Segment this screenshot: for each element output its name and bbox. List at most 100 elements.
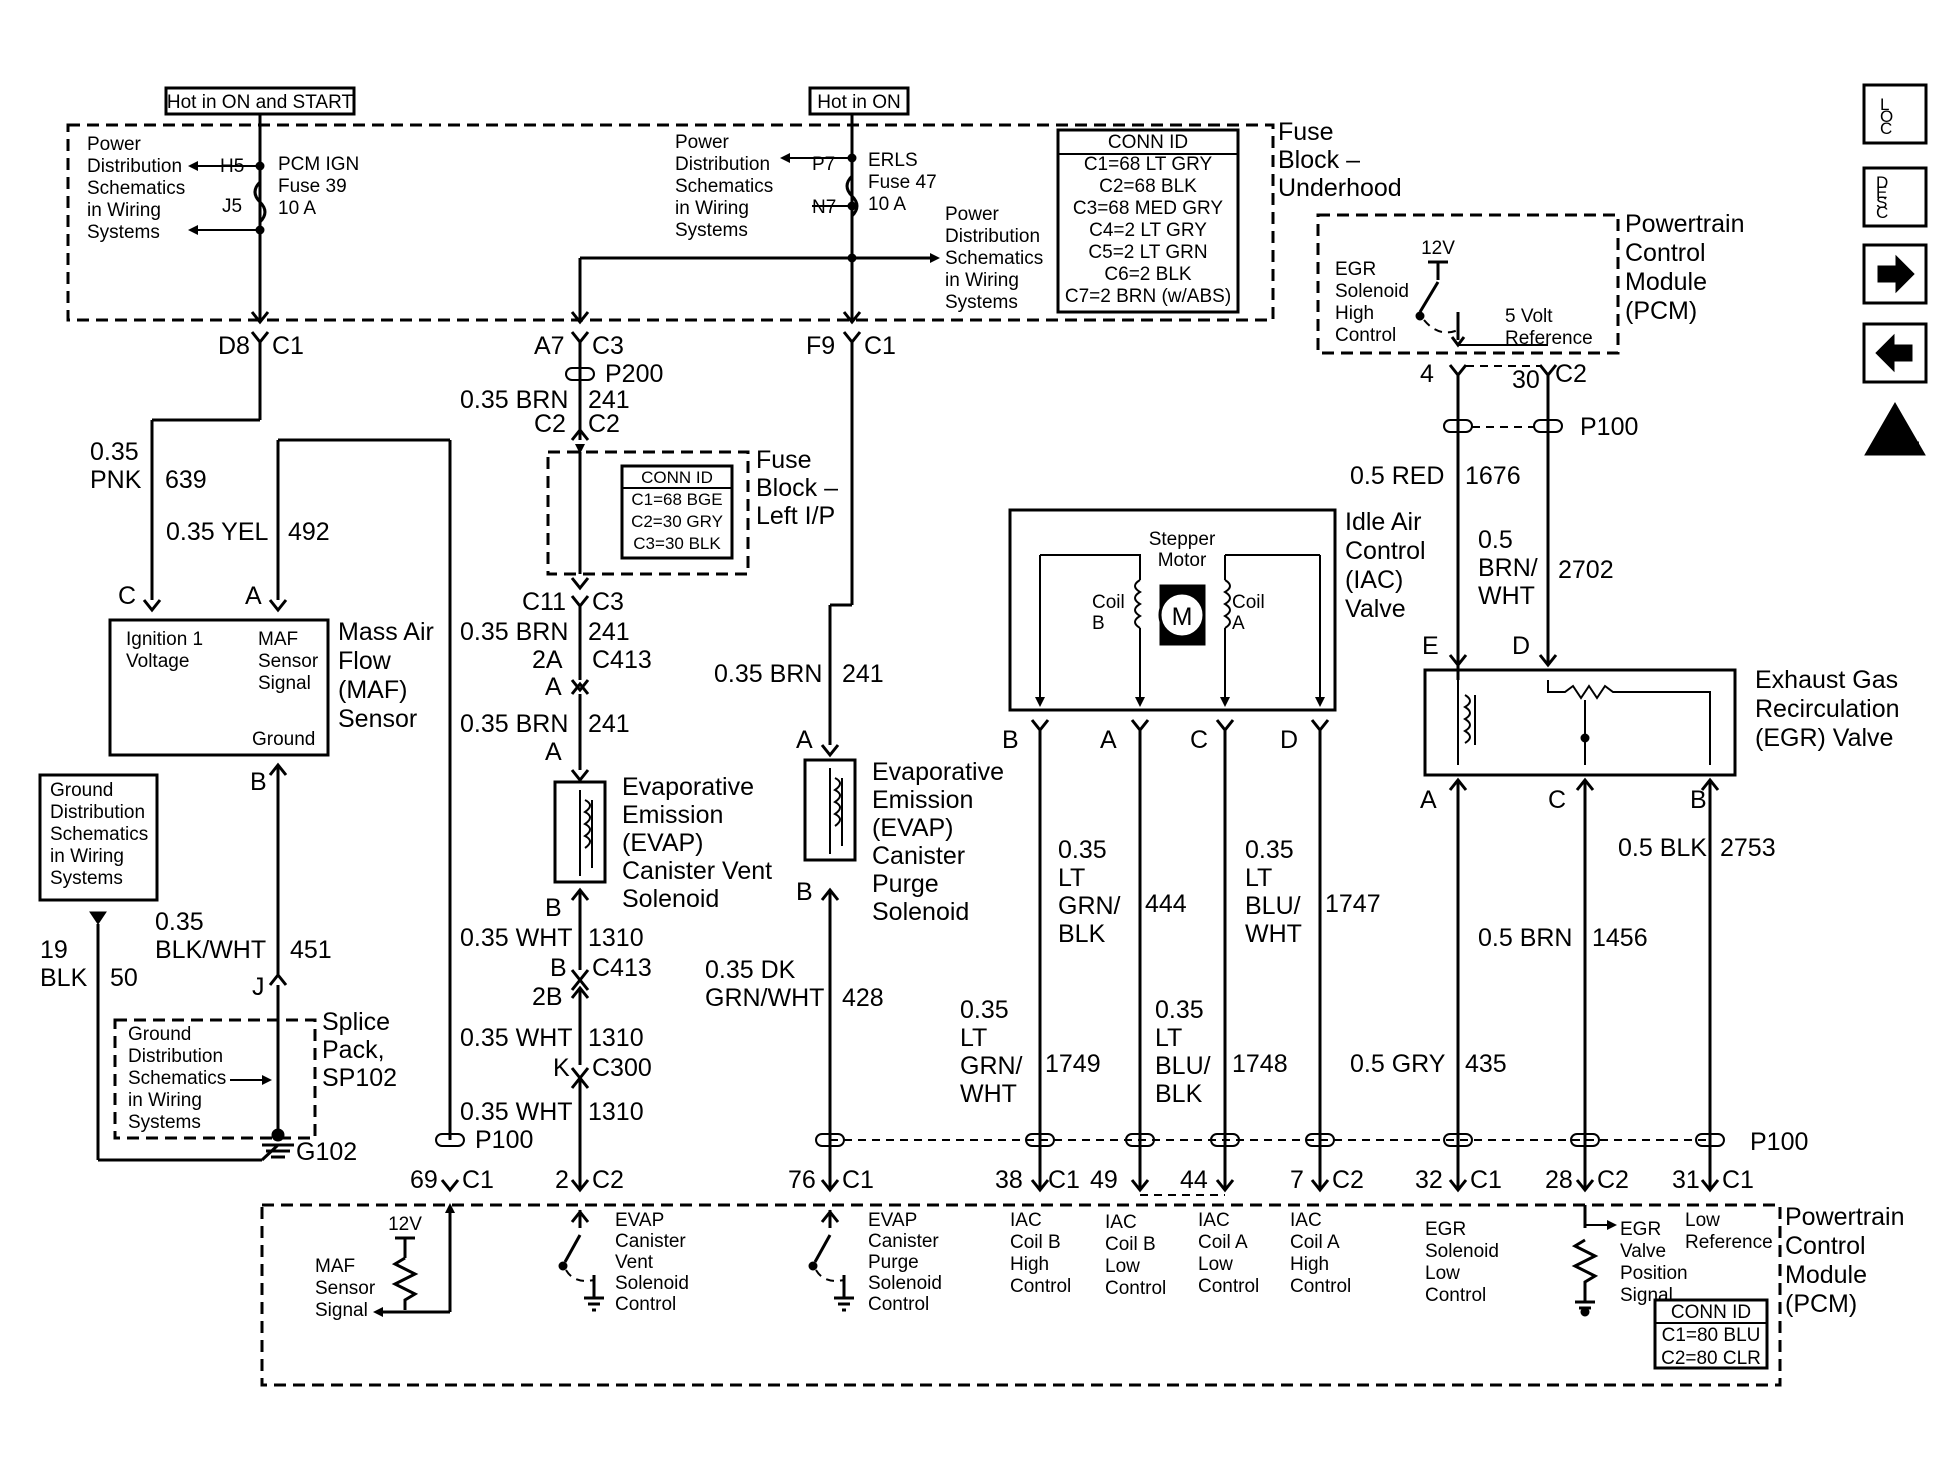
conn-c1-31: C1 xyxy=(1722,1166,1754,1194)
obd-ii-icon[interactable] xyxy=(1864,401,1926,456)
wire-wht-1310-color-3: 0.35 WHT xyxy=(460,1098,573,1126)
egr-valve-title-line-2: Recirculation xyxy=(1755,695,1900,723)
splice-pack-title-line-2: Pack, xyxy=(322,1036,385,1064)
pcm-iac-coil-a-low-line-1: IAC xyxy=(1198,1210,1230,1231)
wire-ltgrnwht-color-line-4: WHT xyxy=(960,1080,1017,1108)
maf-ground-label: Ground xyxy=(252,729,315,750)
pin-c11: C11 xyxy=(522,588,566,616)
conn-c1-76: C1 xyxy=(842,1166,874,1194)
next-arrow-icon[interactable] xyxy=(1862,243,1928,305)
wire-brn-241-color-1: 0.35 BRN xyxy=(460,386,568,414)
conn-c2-28: C2 xyxy=(1597,1166,1629,1194)
pin-a-vent: A xyxy=(545,738,562,766)
iac-valve-title-line-2: Control xyxy=(1345,537,1426,565)
pcm-iac-coil-a-low-line-4: Control xyxy=(1198,1276,1259,1297)
coil-b-label-line-2: B xyxy=(1092,613,1105,634)
loc-icon[interactable] xyxy=(1862,83,1928,145)
pcm-egr-position-signal-line-1: EGR xyxy=(1620,1219,1661,1240)
pin-28: 28 xyxy=(1545,1166,1573,1194)
conn-id-underhood-line-1: CONN ID xyxy=(1108,132,1188,153)
desc-icon-text-line-3: S xyxy=(1876,193,1887,212)
wire-brn-241-color-4: 0.35 BRN xyxy=(714,660,822,688)
wire-ltbluwht-color-line-3: BLU/ xyxy=(1245,892,1301,920)
loc-icon-text-line-3: C xyxy=(1880,119,1892,138)
five-volt-reference-label-line-2: Reference xyxy=(1505,328,1593,349)
pcm-title-bottom-line-1: Powertrain xyxy=(1785,1203,1905,1231)
splice-pack-title-line-1: Splice xyxy=(322,1008,390,1036)
pin-2b: 2B xyxy=(532,983,563,1011)
evap-vent-solenoid-title-line-3: (EVAP) xyxy=(622,829,704,857)
pin-a-egr: A xyxy=(1420,786,1437,814)
splice-pack-title-line-3: SP102 xyxy=(322,1064,397,1092)
wire-blk-color: 0.5 BLK xyxy=(1618,834,1707,862)
coil-b-label-line-1: Coil xyxy=(1092,592,1125,613)
wire-ltgrnwht-color-line-1: 0.35 xyxy=(960,996,1009,1024)
iac-valve-box xyxy=(1008,508,1337,712)
erls-fuse-label-line-3: 10 A xyxy=(868,194,906,215)
evap-purge-solenoid-title-line-5: Purge xyxy=(872,870,939,898)
hot-on-label: Hot in ON xyxy=(817,92,900,113)
egr-solenoid-high-control-line-2: Solenoid xyxy=(1335,281,1409,302)
obd-ii-number: II xyxy=(1890,422,1901,443)
pcm-low-reference-line-1: Low xyxy=(1685,1210,1720,1231)
pin-b-vent: B xyxy=(545,894,562,922)
pcm-maf-sensor-signal-line-3: Signal xyxy=(315,1300,368,1321)
ground-distribution-label-2-line-1: Ground xyxy=(128,1024,191,1045)
fuse-block-ip-title-line-1: Fuse xyxy=(756,446,812,474)
wire-492-number: 492 xyxy=(288,518,330,546)
conn-c1-69: C1 xyxy=(462,1166,494,1194)
pcm-iac-coil-a-low-line-3: Low xyxy=(1198,1254,1233,1275)
desc-icon[interactable] xyxy=(1862,166,1928,228)
wire-1456-number: 1456 xyxy=(1592,924,1648,952)
evap-vent-driver-switch xyxy=(558,1209,604,1312)
wire-pnk-color-line-2: PNK xyxy=(90,466,142,494)
power-distribution-label-3-line-3: Schematics xyxy=(945,248,1043,269)
pcm-12v-label: 12V xyxy=(1421,238,1455,259)
erls-fuse-label-line-2: Fuse 47 xyxy=(868,172,937,193)
iac-valve-title-line-4: Valve xyxy=(1345,595,1406,623)
wire-ltblublk-color-line-2: LT xyxy=(1155,1024,1182,1052)
conn-c3-ip: C3 xyxy=(592,588,624,616)
pcm-12v-bottom: 12V xyxy=(388,1214,422,1235)
conn-id-pcm-line-1: CONN ID xyxy=(1671,1302,1751,1323)
loc-icon-text-line-2: O xyxy=(1880,107,1893,126)
conn-c1-purge-top: C1 xyxy=(864,332,896,360)
wire-ltbluwht-color-line-1: 0.35 xyxy=(1245,836,1294,864)
wire-yel-color: 0.35 YEL xyxy=(166,518,269,546)
evap-purge-solenoid-title-line-4: Canister xyxy=(872,842,965,870)
pcm-evap-purge-control-line-5: Control xyxy=(868,1294,929,1315)
egr-solenoid-high-control-line-4: Control xyxy=(1335,325,1396,346)
pin-b-maf: B xyxy=(250,768,267,796)
evap-purge-solenoid-title-line-3: (EVAP) xyxy=(872,814,954,842)
pin-c-iac: C xyxy=(1190,726,1208,754)
wire-19-blk-line-2: BLK xyxy=(40,964,88,992)
hot-on-box xyxy=(808,86,910,116)
pcm-iac-coil-b-high-line-4: Control xyxy=(1010,1276,1071,1297)
evap-purge-solenoid-title-line-1: Evaporative xyxy=(872,758,1004,786)
wire-blkwht-color-line-2: BLK/WHT xyxy=(155,936,266,964)
pcm-egr-solenoid-low-line-1: EGR xyxy=(1425,1219,1466,1240)
pcm-evap-vent-control-line-5: Control xyxy=(615,1294,676,1315)
pin-69: 69 xyxy=(410,1166,438,1194)
pcm-title-bottom-line-3: Module xyxy=(1785,1261,1867,1289)
pcm-top-outline xyxy=(1316,213,1620,355)
conn-id-underhood-line-8: C7=2 BRN (w/ABS) xyxy=(1065,286,1231,307)
conn-c3-evap: C3 xyxy=(592,332,624,360)
pin-31: 31 xyxy=(1672,1166,1700,1194)
wire-ltblublk-color-line-3: BLU/ xyxy=(1155,1052,1211,1080)
pin-b-c413: B xyxy=(550,954,567,982)
pin-d-egr: D xyxy=(1512,632,1530,660)
pcm-evap-purge-control-line-2: Canister xyxy=(868,1231,939,1252)
wire-ltbluwht-color-line-2: LT xyxy=(1245,864,1272,892)
ground-distribution-label-1-line-5: Systems xyxy=(50,868,123,889)
wire-ltgrnblk-color-line-2: LT xyxy=(1058,864,1085,892)
pcm-evap-vent-control-line-4: Solenoid xyxy=(615,1273,689,1294)
wire-1310-number-2: 1310 xyxy=(588,1024,644,1052)
prev-arrow-icon[interactable] xyxy=(1862,322,1928,384)
pcm-iac-coil-a-high-line-1: IAC xyxy=(1290,1210,1322,1231)
power-distribution-label-3-line-2: Distribution xyxy=(945,226,1040,247)
pcm-egr-solenoid-low-line-2: Solenoid xyxy=(1425,1241,1499,1262)
ground-distribution-label-2-line-3: Schematics xyxy=(128,1068,226,1089)
